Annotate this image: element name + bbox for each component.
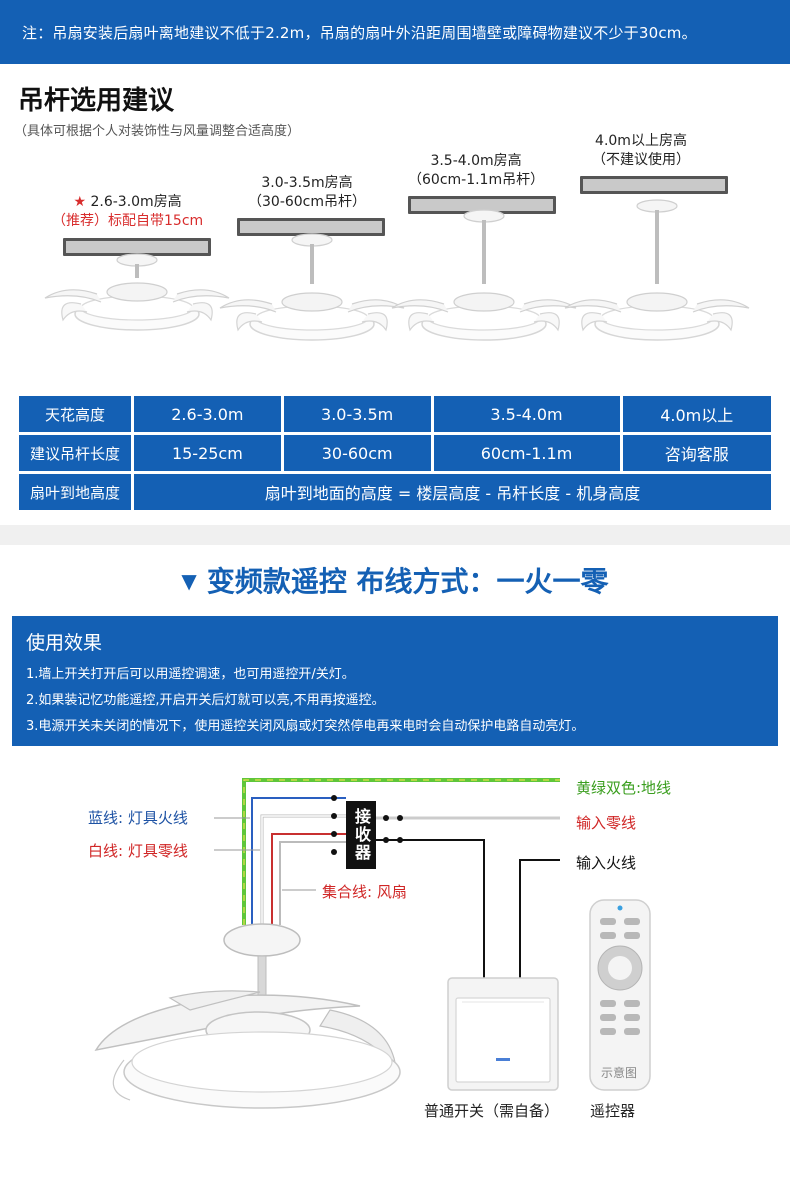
rod-option-4-line1: 4.0m以上房高 [595, 133, 687, 149]
rod-option-3-label: 3.5-4.0m房高 （60cm-1.1m吊杆） [408, 152, 544, 190]
rod-option-1-line1: 2.6-3.0m房高 [90, 194, 182, 210]
wiring-title-text: 变频款遥控 布线方式：一火一零 [206, 565, 609, 598]
usage-effect-box: 使用效果 1.墙上开关打开后可以用遥控调速，也可用遥控开/关灯。 2.如果装记忆… [12, 616, 778, 746]
installation-note-text: 注：吊扇安装后扇叶离地建议不低于2.2m，吊扇的扇叶外沿距周围墙壁或障碍物建议不… [22, 23, 697, 42]
usage-line-3: 3.电源开关未关闭的情况下，使用遥控关闭风扇或灯突然停电再来电时会自动保护电路自… [26, 719, 585, 734]
recommended-tag: （推荐） [52, 213, 108, 229]
star-icon: ★ [73, 194, 87, 210]
input-neutral-label: 输入零线 [576, 814, 637, 832]
bundle-wire-label: 集合线: 风扇 [322, 883, 407, 901]
table-cell: 2.6-3.0m [134, 396, 281, 432]
section-divider [0, 525, 790, 545]
fan-illustrations [44, 199, 750, 341]
switch-caption: 普通开关（需自备） [424, 1102, 560, 1120]
row-header-rod-length: 建议吊杆长度 [19, 435, 131, 471]
table-row: 建议吊杆长度 15-25cm 30-60cm 60cm-1.1m 咨询客服 [19, 435, 771, 471]
table-cell: 30-60cm [283, 435, 431, 471]
height-formula-cell: 扇叶到地面的高度 = 楼层高度 - 吊杆长度 - 机身高度 [134, 474, 771, 510]
blue-wire-label: 蓝线: 灯具火线 [88, 809, 188, 827]
rod-option-3-line1: 3.5-4.0m房高 [430, 153, 522, 169]
installation-note-bar: 注：吊扇安装后扇叶离地建议不低于2.2m，吊扇的扇叶外沿距周围墙壁或障碍物建议不… [0, 0, 790, 64]
row-header-blade-floor-height: 扇叶到地高度 [19, 474, 131, 510]
table-cell: 4.0m以上 [622, 396, 771, 432]
rod-option-1-label: ★ 2.6-3.0m房高 （推荐）标配自带15cm [52, 193, 203, 231]
white-wire-label: 白线: 灯具零线 [88, 842, 188, 860]
ground-wire-label: 黄绿双色:地线 [576, 779, 672, 797]
wiring-title: ▼ 变频款遥控 布线方式：一火一零 [0, 560, 790, 600]
remote-caption: 遥控器 [590, 1102, 636, 1120]
usage-title: 使用效果 [26, 632, 103, 654]
fan-1 [44, 253, 230, 331]
rod-option-2-line1: 3.0-3.5m房高 [261, 175, 353, 191]
receiver-box: 接收器 [346, 801, 376, 869]
fan-3 [391, 209, 577, 341]
triangle-down-icon: ▼ [181, 569, 197, 593]
table-cell: 60cm-1.1m [433, 435, 620, 471]
fan-2 [219, 233, 405, 341]
usage-line-1: 1.墙上开关打开后可以用遥控调速，也可用遥控开/关灯。 [26, 667, 355, 682]
rod-option-2-line2: （30-60cm吊杆） [248, 194, 367, 210]
table-cell: 15-25cm [134, 435, 281, 471]
wiring-diagram [94, 778, 651, 1109]
rod-section-title: 吊杆选用建议 [18, 86, 175, 116]
rod-section-subtitle: （具体可根据个人对装饰性与风量调整合适高度） [14, 124, 301, 139]
usage-line-2: 2.如果装记忆功能遥控,开启开关后灯就可以亮,不用再按遥控。 [26, 693, 385, 708]
rod-option-4-line2: （不建议使用） [592, 152, 690, 168]
ceiling-plate-4 [580, 176, 728, 194]
input-live-label: 输入火线 [576, 854, 637, 872]
table-row: 天花高度 2.6-3.0m 3.0-3.5m 3.5-4.0m 4.0m以上 [19, 396, 771, 432]
table-cell: 3.0-3.5m [283, 396, 431, 432]
fan-4 [564, 199, 750, 341]
remote-hint-label: 示意图 [601, 1066, 638, 1080]
rod-option-4-label: 4.0m以上房高 （不建议使用） [592, 132, 690, 170]
table-cell: 咨询客服 [622, 435, 771, 471]
row-header-ceiling-height: 天花高度 [19, 396, 131, 432]
rod-option-3-line2: （60cm-1.1m吊杆） [408, 172, 545, 188]
rod-spec-table: 天花高度 2.6-3.0m 3.0-3.5m 3.5-4.0m 4.0m以上 建… [16, 393, 774, 513]
table-row: 扇叶到地高度 扇叶到地面的高度 = 楼层高度 - 吊杆长度 - 机身高度 [19, 474, 771, 510]
rod-option-2-label: 3.0-3.5m房高 （30-60cm吊杆） [248, 174, 366, 212]
rod-option-1-line2: 标配自带15cm [108, 213, 204, 229]
table-cell: 3.5-4.0m [433, 396, 620, 432]
